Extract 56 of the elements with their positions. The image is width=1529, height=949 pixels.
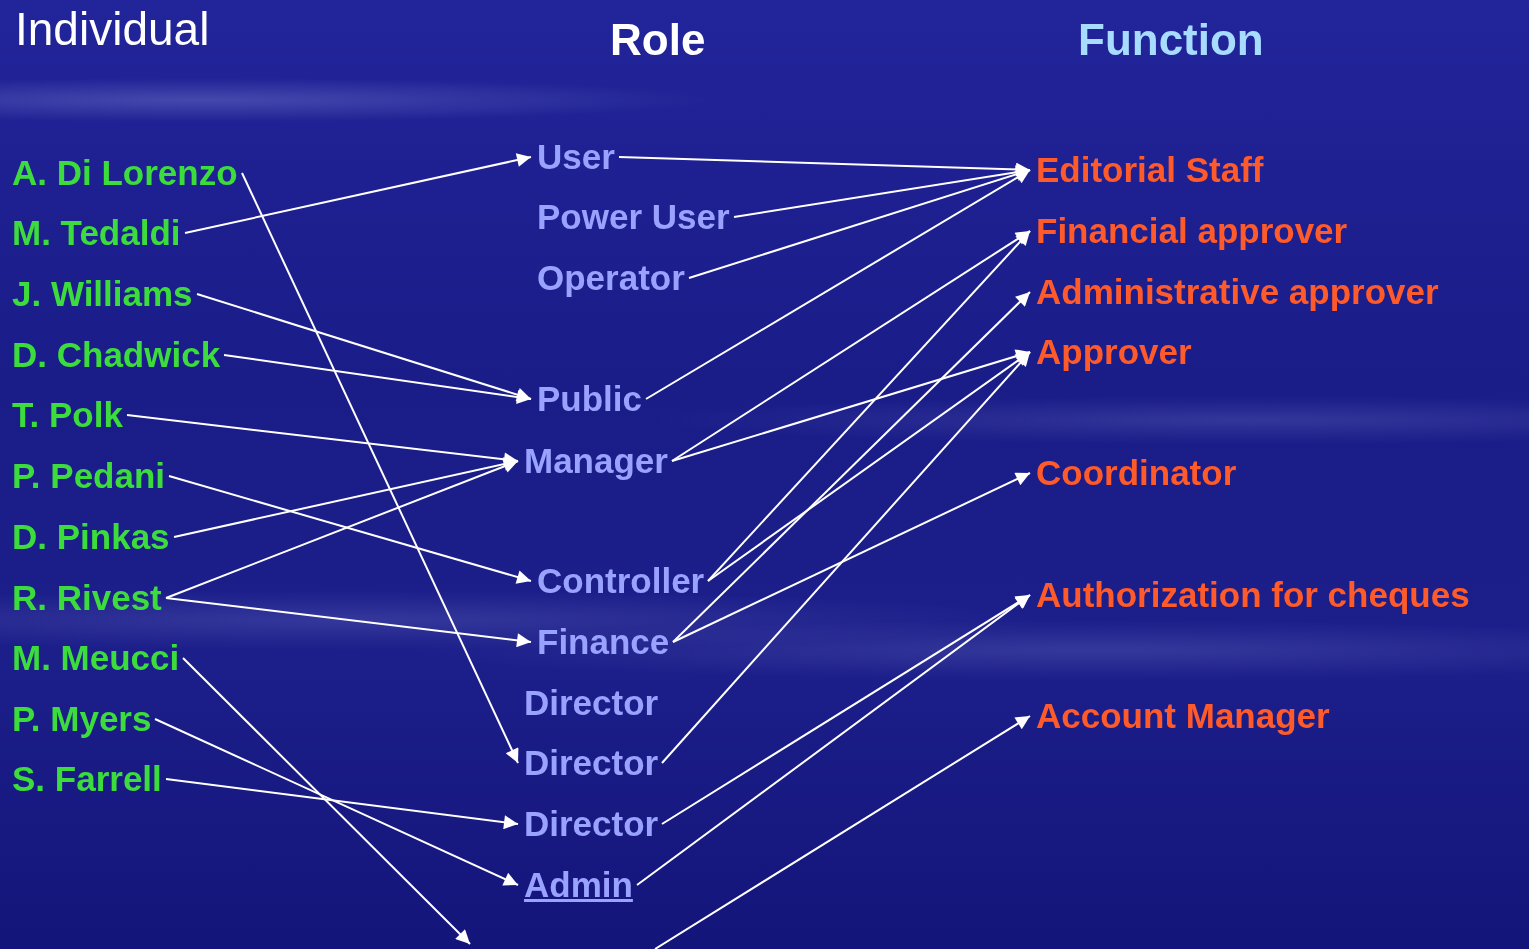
arrow [672, 472, 1031, 643]
arrow [654, 715, 1031, 949]
arrow [184, 153, 532, 234]
arrow [707, 351, 1031, 582]
person-name: T. Polk [12, 395, 123, 435]
arrow [733, 165, 1031, 218]
person-name: J. Williams [12, 274, 193, 314]
arrow [168, 475, 532, 584]
function-label: Editorial Staff [1036, 150, 1264, 190]
column-heading: Function [1078, 16, 1264, 65]
role-label: Operator [537, 258, 685, 298]
function-label: Authorization for cheques [1036, 575, 1470, 615]
person-name: P. Myers [12, 699, 152, 739]
arrow [182, 657, 471, 945]
person-name: M. Tedaldi [12, 213, 181, 253]
function-label: Administrative approver [1036, 272, 1439, 312]
role-label: Finance [537, 622, 670, 662]
arrow [223, 354, 532, 404]
arrow [645, 169, 1031, 400]
arrow [165, 597, 532, 648]
role-label: User [537, 137, 615, 177]
arrow [165, 778, 519, 830]
person-name: A. Di Lorenzo [12, 153, 238, 193]
person-name: D. Chadwick [12, 335, 221, 375]
person-name: S. Farrell [12, 759, 162, 799]
person-name: P. Pedani [12, 456, 166, 496]
arrow [165, 459, 519, 599]
arrow [661, 351, 1031, 764]
column-heading: Individual [15, 4, 210, 55]
arrow [672, 291, 1031, 643]
person-name: R. Rivest [12, 578, 162, 618]
function-label: Coordinator [1036, 453, 1237, 493]
arrow [126, 414, 519, 467]
arrow [241, 172, 519, 764]
arrow [636, 594, 1031, 886]
role-label: Director [524, 683, 659, 723]
column-heading: Role [610, 16, 706, 65]
role-label: Public [537, 379, 643, 419]
person-name: M. Meucci [12, 638, 180, 678]
arrow [196, 293, 532, 402]
arrow [671, 349, 1031, 462]
role-label: Director [524, 804, 659, 844]
role-label: Manager [524, 441, 668, 481]
function-label: Account Manager [1036, 696, 1330, 736]
person-name: D. Pinkas [12, 517, 170, 557]
function-label: Approver [1036, 332, 1192, 372]
role-label: Director [524, 743, 659, 783]
arrow [154, 718, 519, 886]
function-label: Financial approver [1036, 211, 1348, 251]
arrow [671, 230, 1031, 462]
role-link: Admin [524, 865, 633, 905]
arrow [707, 230, 1031, 582]
arrow [173, 457, 519, 538]
role-label: Controller [537, 561, 705, 601]
role-label: Power User [537, 197, 730, 237]
arrow [688, 167, 1031, 279]
